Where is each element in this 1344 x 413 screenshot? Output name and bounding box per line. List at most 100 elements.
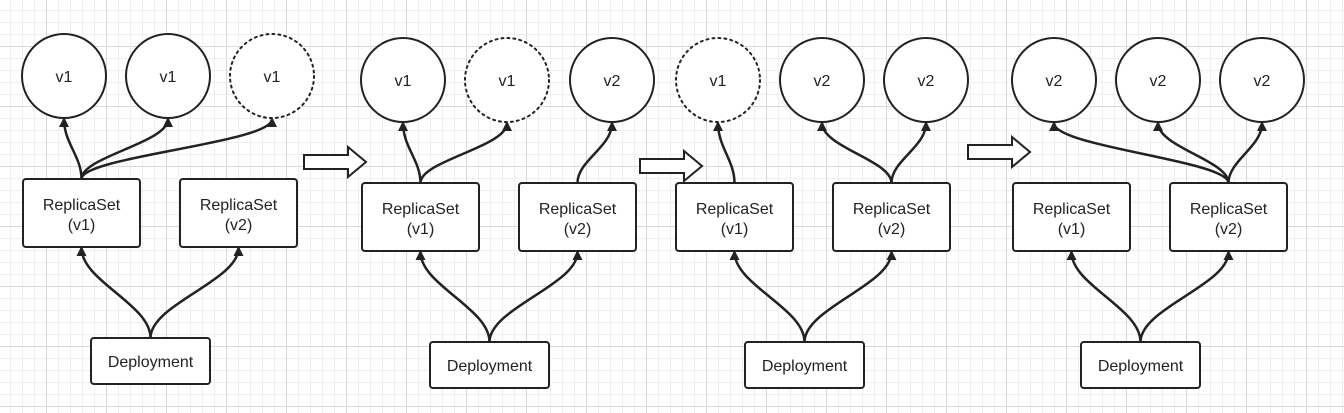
pod-circle	[569, 37, 655, 123]
replicaset-box	[832, 182, 951, 252]
pod-circle	[360, 37, 446, 123]
step-arrow-2	[639, 148, 704, 184]
pod-label: v2	[814, 73, 831, 90]
replicaset-2: ReplicaSet (v2)	[1169, 182, 1288, 252]
deployment-box	[90, 337, 211, 385]
replicaset-box	[22, 178, 141, 248]
replicaset-to-pod-arrow	[890, 121, 931, 184]
deployment-to-replicaset-arrow	[415, 250, 491, 343]
replicaset-1: ReplicaSet (v1)	[1012, 182, 1131, 252]
pod-1: v1	[675, 37, 761, 123]
replicaset-to-pod-arrow	[1227, 121, 1267, 184]
pod-label: v2	[1150, 73, 1167, 90]
deployment: Deployment	[429, 341, 550, 389]
replicaset-box	[1012, 182, 1131, 252]
edges	[713, 121, 931, 343]
replicaset-to-pod-arrow	[713, 121, 736, 184]
pod-label: v1	[710, 73, 727, 90]
step-arrows	[303, 134, 1032, 184]
pod-circle	[125, 33, 211, 119]
deployment: Deployment	[90, 337, 211, 385]
replicaset-title: ReplicaSet	[43, 197, 121, 214]
replicaset-box	[361, 182, 480, 252]
deployment-to-replicaset-arrow	[1139, 250, 1234, 343]
deployment-box	[429, 341, 550, 389]
deployment: Deployment	[1080, 341, 1201, 389]
pod-1: v1	[21, 33, 107, 119]
pod-1: v2	[1011, 37, 1097, 123]
step-arrow-3	[967, 134, 1032, 170]
pod-3: v2	[569, 37, 655, 123]
deployment-label: Deployment	[108, 354, 194, 371]
replicaset-to-pod-arrow	[80, 117, 173, 180]
replicaset-2: ReplicaSet (v2)	[832, 182, 951, 252]
deployment-label: Deployment	[447, 358, 533, 375]
replicaset-to-pod-arrow	[1049, 121, 1230, 184]
pod-circle	[883, 37, 969, 123]
replicaset-to-pod-arrow	[59, 117, 83, 180]
pod-label: v1	[264, 69, 281, 86]
replicaset-title: ReplicaSet	[200, 197, 278, 214]
pod-circle	[1115, 37, 1201, 123]
pod-3: v2	[883, 37, 969, 123]
step-arrow-1	[303, 144, 368, 180]
deployment-label: Deployment	[1098, 358, 1184, 375]
replicaset-to-pod-arrow	[1153, 121, 1230, 184]
pod-circle	[21, 33, 107, 119]
replicaset-1: ReplicaSet (v1)	[675, 182, 794, 252]
pod-circle-terminating	[464, 37, 550, 123]
pod-2: v1	[125, 33, 211, 119]
replicaset-version: (v2)	[1215, 221, 1243, 238]
edges	[59, 117, 277, 339]
replicaset-box	[675, 182, 794, 252]
replicaset-to-pod-arrow	[817, 121, 893, 184]
replicaset-title: ReplicaSet	[382, 201, 460, 218]
replicaset-version: (v2)	[878, 221, 906, 238]
deployment-to-replicaset-arrow	[729, 250, 806, 343]
pod-2: v1	[464, 37, 550, 123]
replicaset-to-pod-arrow	[80, 117, 277, 180]
deployment-to-replicaset-arrow	[76, 246, 152, 339]
edges	[398, 121, 617, 343]
replicaset-version: (v1)	[721, 221, 749, 238]
replicaset-version: (v1)	[407, 221, 435, 238]
replicaset-title: ReplicaSet	[1190, 201, 1268, 218]
pod-3: v2	[1219, 37, 1305, 123]
replicaset-version: (v2)	[225, 217, 253, 234]
deployment-box	[744, 341, 865, 389]
replicaset-2: ReplicaSet (v2)	[179, 178, 298, 248]
deployment-box	[1080, 341, 1201, 389]
replicaset-box	[1169, 182, 1288, 252]
replicaset-title: ReplicaSet	[853, 201, 931, 218]
pod-label: v2	[1254, 73, 1271, 90]
replicaset-version: (v2)	[564, 221, 592, 238]
replicaset-2: ReplicaSet (v2)	[518, 182, 637, 252]
deployment-to-replicaset-arrow	[1066, 250, 1142, 343]
pod-label: v2	[1046, 73, 1063, 90]
replicaset-to-pod-arrow	[419, 121, 512, 184]
replicaset-title: ReplicaSet	[1033, 201, 1111, 218]
replicaset-title: ReplicaSet	[696, 201, 774, 218]
pod-label: v2	[604, 73, 621, 90]
pod-circle-terminating	[229, 33, 315, 119]
deployment-to-replicaset-arrow	[488, 250, 583, 343]
pod-circle	[779, 37, 865, 123]
deployment-to-replicaset-arrow	[149, 246, 244, 339]
pod-label: v2	[918, 73, 935, 90]
pod-2: v2	[779, 37, 865, 123]
pod-label: v1	[499, 73, 516, 90]
pod-circle	[1011, 37, 1097, 123]
deployment: Deployment	[744, 341, 865, 389]
replicaset-version: (v1)	[1058, 221, 1086, 238]
replicaset-box	[518, 182, 637, 252]
replicaset-to-pod-arrow	[398, 121, 422, 184]
pod-3: v1	[229, 33, 315, 119]
replicaset-title: ReplicaSet	[539, 201, 617, 218]
deployment-to-replicaset-arrow	[803, 250, 897, 343]
replicaset-box	[179, 178, 298, 248]
